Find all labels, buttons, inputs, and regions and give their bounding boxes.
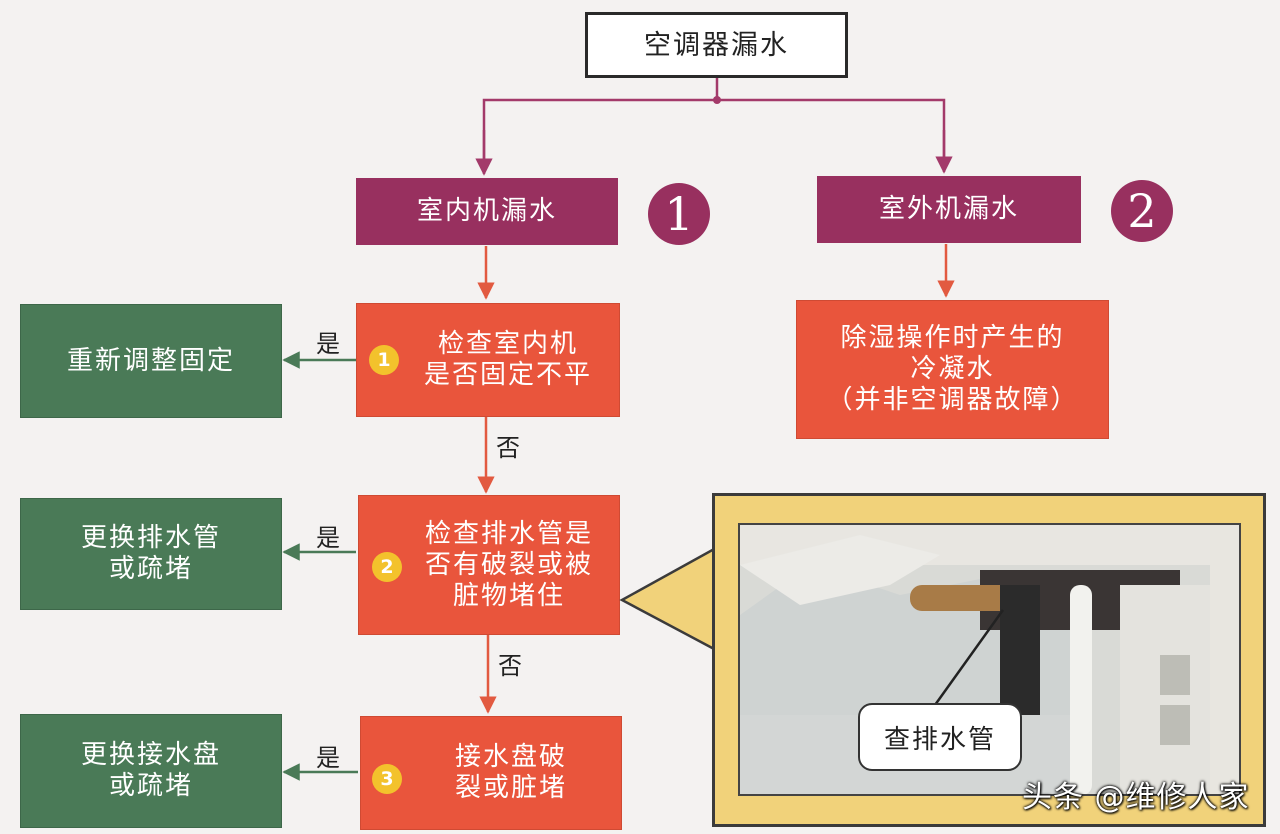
- drain-pipe-label: 查排水管: [858, 703, 1022, 771]
- watermark: 头条 @维修人家: [1022, 772, 1250, 816]
